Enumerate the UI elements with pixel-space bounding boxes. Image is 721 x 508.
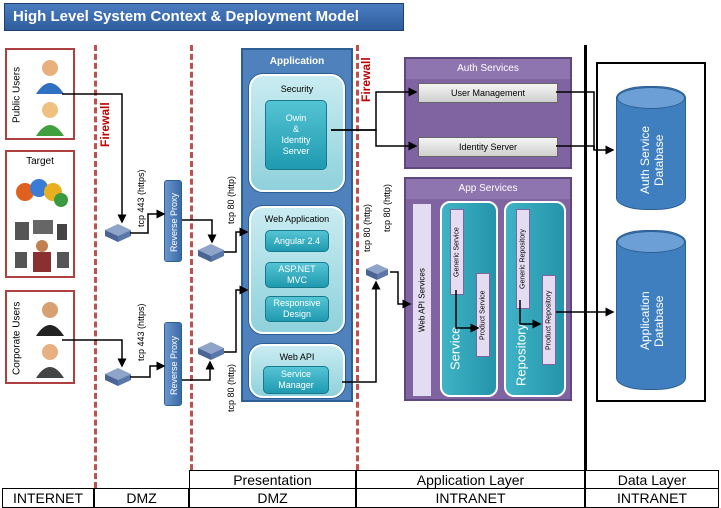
zone-intranet-app: INTRANET	[356, 488, 585, 508]
zone-dmz: DMZ	[94, 488, 189, 508]
web-application-group: Web Application Angular 2.4 ASP.NET MVC …	[249, 206, 345, 334]
data-layer-box: Auth Service Database Application Databa…	[596, 62, 706, 402]
web-application-header: Web Application	[264, 214, 330, 224]
businesswoman-icon	[36, 344, 64, 378]
service-manager: Service Manager	[263, 366, 329, 394]
web-api-services: Web API Services	[412, 203, 432, 397]
application-database: Application Database	[616, 230, 686, 390]
generic-service: Generic Service	[450, 209, 464, 295]
app-services-panel: App Services Web API Services Generic Se…	[404, 177, 572, 401]
reverse-proxy-top: Reverse Proxy	[164, 180, 182, 262]
product-service: Product Service	[476, 273, 490, 357]
data-layer-separator	[584, 45, 587, 508]
responsive-design-item: Responsive Design	[265, 296, 329, 322]
web-api-header: Web API	[279, 352, 315, 362]
zone-application-layer: Application Layer	[356, 470, 585, 488]
application-panel: Application Security Owin & Identity Ser…	[241, 48, 353, 402]
owin-identity-server: Owin & Identity Server	[265, 100, 327, 170]
router-icon-intranet	[366, 264, 388, 280]
router-icon-dmz-bottom	[198, 342, 224, 360]
firewall-line-internet	[94, 45, 97, 488]
page-title: High Level System Context & Deployment M…	[4, 3, 404, 31]
corporate-users-box: Corporate Users	[5, 290, 75, 384]
router-icon-internet-bottom	[105, 368, 131, 386]
devices-icon	[15, 220, 69, 272]
aspnet-mvc-item: ASP.NET MVC	[265, 262, 329, 288]
zone-internet: INTERNET	[2, 488, 94, 508]
router-icon-dmz-top	[198, 244, 224, 262]
zone-intranet-data: INTRANET	[585, 488, 719, 508]
browsers-icon	[16, 179, 68, 207]
application-header: Application	[269, 56, 325, 67]
service-column: Generic Service Product Service Service	[440, 201, 498, 397]
repository-column: Generic Repository Product Repository Re…	[504, 201, 566, 397]
zone-presentation-dmz: DMZ	[189, 488, 356, 508]
target-label: Target	[26, 156, 54, 167]
auth-service-database: Auth Service Database	[616, 86, 686, 210]
target-box: Target	[5, 150, 75, 278]
angular-item: Angular 2.4	[265, 230, 329, 252]
auth-services-panel: Auth Services User Management Identity S…	[404, 57, 572, 169]
web-api-group: Web API Service Manager	[249, 344, 345, 398]
user-management: User Management	[418, 83, 558, 103]
businessman-icon	[36, 302, 64, 336]
zone-presentation: Presentation	[189, 470, 356, 488]
firewall-line-intranet	[356, 45, 359, 488]
security-header: Security	[280, 84, 314, 94]
security-group: Security Owin & Identity Server	[249, 74, 345, 192]
auth-services-header: Auth Services	[457, 63, 519, 74]
zone-data-layer: Data Layer	[585, 470, 719, 488]
router-icon-internet-top	[105, 224, 131, 242]
user-icon-2	[36, 102, 64, 136]
identity-server: Identity Server	[418, 137, 558, 157]
user-icon	[36, 60, 64, 94]
product-repository: Product Repository	[542, 275, 556, 365]
generic-repository: Generic Repository	[516, 209, 530, 309]
dmz-line	[190, 45, 193, 488]
app-services-header: App Services	[458, 183, 518, 194]
